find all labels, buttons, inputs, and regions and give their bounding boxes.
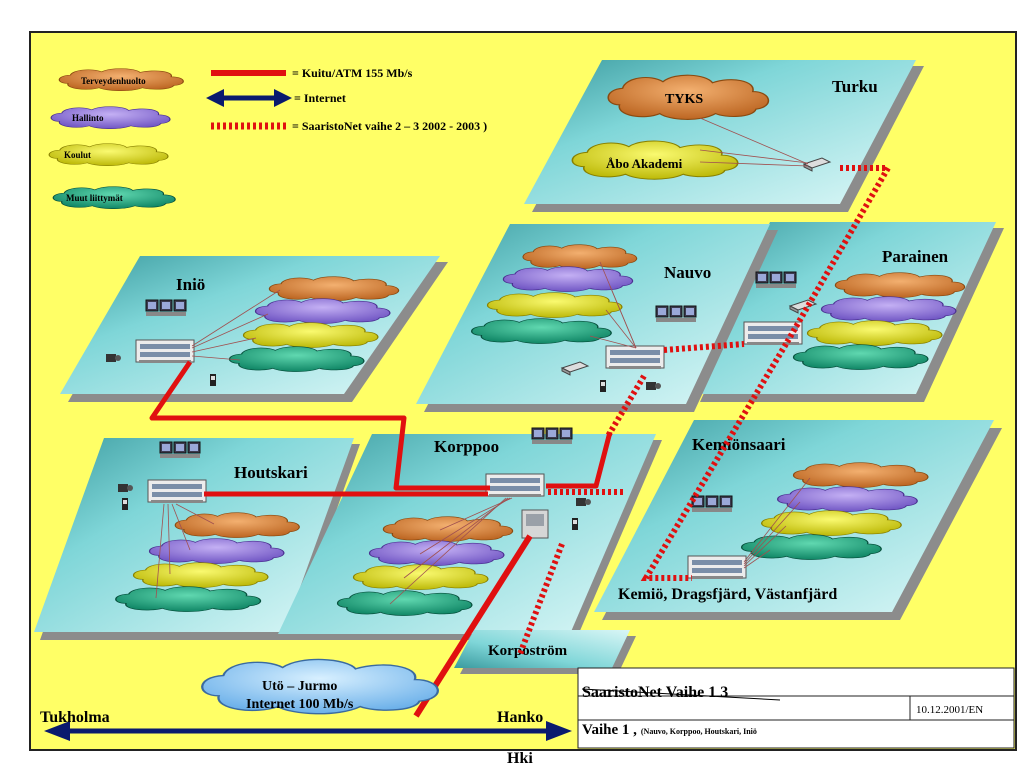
korppoo-phone (572, 518, 578, 530)
title-block-date: 10.12.2001/EN (916, 704, 983, 716)
houtskari-title: Houtskari (234, 463, 308, 482)
title-block-subtitle: Vaihe 1 ,(Nauvo, Korppoo, Houtskari, Ini… (582, 722, 757, 738)
inio-phone (210, 374, 216, 386)
houtskari-switch (147, 479, 207, 504)
nauvo-pcs (655, 305, 697, 323)
nauvo-links (589, 261, 637, 349)
arrow-right-label-top: Hanko (497, 709, 543, 726)
kemionsaari-pcs (691, 495, 733, 513)
fiber-korppoo-nauvo (546, 431, 613, 489)
legend-terveys-label: Terveydenhuolto (81, 76, 146, 86)
korppoo-switch (485, 473, 545, 498)
future-korppoo-korpostrom (517, 542, 565, 656)
legend-internet-arrow (206, 89, 292, 107)
arrow-left-label: Tukholma (40, 709, 110, 726)
houtskari-camera (118, 484, 133, 492)
kemionsaari-title: Kemiönsaari (692, 435, 786, 454)
kemionsaari-links (743, 477, 811, 569)
turku-abo-label: Åbo Akademi (606, 156, 683, 171)
inio-links (191, 289, 281, 361)
future-turku-parainen (783, 165, 894, 346)
kemionsaari-switch (687, 555, 747, 580)
korppoo-server (521, 509, 549, 539)
legend-cloud-hallinto (50, 106, 171, 130)
legend-future-label: = SaaristoNet vaihe 2 – 3 2002 - 2003 ) (292, 119, 487, 133)
legend-internet-label: = Internet (294, 91, 346, 105)
nauvo-camera (646, 382, 661, 390)
inio-pcs (145, 299, 187, 317)
arrow-right-label-bottom: Hki (507, 750, 533, 767)
legend-fiber-label: = Kuitu/ATM 155 Mb/s (292, 66, 413, 80)
nauvo-switch (605, 345, 665, 370)
turku-links (699, 117, 809, 167)
kemionsaari-towns: Kemiö, Dragsfjärd, Västanfjärd (618, 586, 837, 603)
korppoo-title: Korppoo (434, 437, 499, 456)
inio-title: Iniö (176, 275, 205, 294)
korppoo-links (389, 497, 513, 605)
fiber-inio-korppoo (149, 360, 490, 491)
korpostrom-label: Korpoström (488, 643, 568, 659)
title-strike (581, 688, 781, 701)
title-block (577, 667, 1015, 749)
fiber-links (149, 360, 613, 718)
houtskari-pcs (159, 441, 201, 459)
legend-hallinto-label: Hallinto (72, 113, 104, 123)
parainen-pcs (755, 271, 797, 289)
inio-switch (135, 339, 195, 364)
internet-arrow (44, 721, 572, 741)
uto-label-line2: Internet 100 Mb/s (246, 697, 354, 712)
parainen-title: Parainen (882, 247, 949, 266)
nauvo-phone (600, 380, 606, 392)
parainen-switch (743, 321, 803, 346)
korppoo-camera (576, 498, 591, 506)
legend-koulut-label: Koulut (64, 150, 91, 160)
future-links (517, 165, 894, 656)
legend: Terveydenhuolto Hallinto Koulut Muut lii… (48, 66, 487, 210)
korppoo-pcs (531, 427, 573, 445)
legend-muut-label: Muut liittymät (66, 193, 123, 203)
title-block-title: SaaristoNet Vaihe 1 3 (582, 684, 728, 701)
nauvo-title: Nauvo (664, 263, 711, 282)
future-parainen-kemio (640, 342, 789, 581)
houtskari-phone (122, 498, 128, 510)
houtskari-links (155, 503, 215, 599)
uto-label-line1: Utö – Jurmo (262, 679, 337, 694)
future-nauvo-parainen (663, 341, 745, 353)
platform-korpostrom (454, 630, 636, 674)
turku-title: Turku (832, 77, 878, 96)
inio-camera (106, 354, 121, 362)
turku-tyks-label: TYKS (665, 92, 703, 107)
